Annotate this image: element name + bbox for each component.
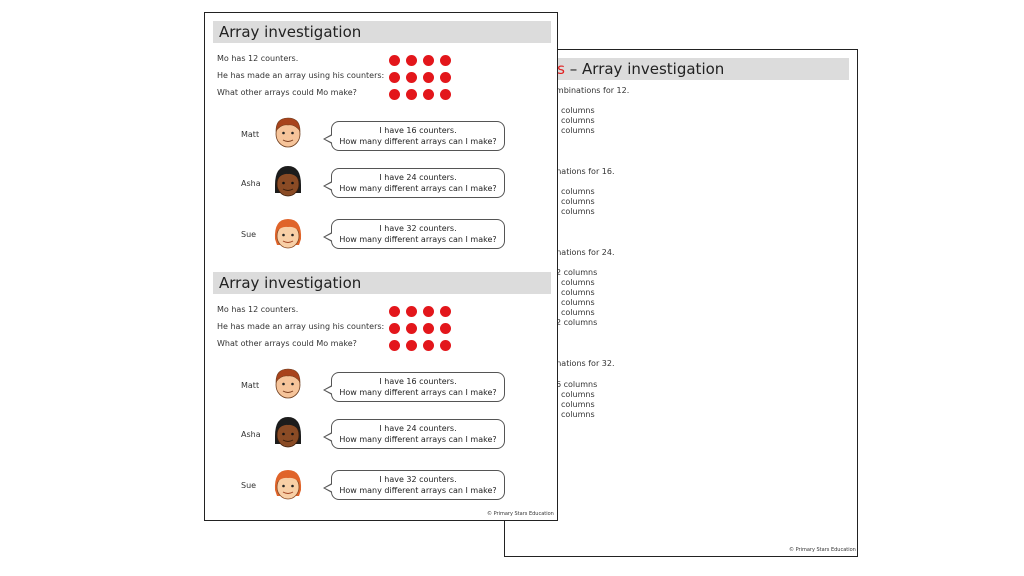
answer-line: inations for 32.	[554, 359, 615, 368]
answer-line: columns	[561, 288, 595, 297]
speech-bubble: I have 32 counters. How many different a…	[323, 470, 505, 500]
counter-dot	[406, 323, 417, 334]
counter-dot	[406, 55, 417, 66]
section-title: Array investigation	[213, 272, 551, 294]
answer-line: columns	[561, 308, 595, 317]
answer-line: 6 columns	[556, 380, 598, 389]
boy-avatar-icon	[275, 368, 301, 399]
copyright: © Primary Stars Education	[789, 547, 856, 553]
counter-dot	[389, 306, 400, 317]
copyright: © Primary Stars Education	[487, 511, 554, 517]
answer-line: columns	[561, 278, 595, 287]
counter-dot	[406, 89, 417, 100]
bubble-line: How many different arrays can I make?	[339, 184, 497, 193]
intro-line: He has made an array using his counters:	[217, 71, 385, 80]
intro-line: Mo has 12 counters.	[217, 54, 299, 63]
child-name: Asha	[241, 179, 261, 188]
girl-avatar-icon	[275, 417, 301, 448]
answers-title: – Array investigation	[569, 60, 725, 78]
answer-line: columns	[561, 298, 595, 307]
answer-line: columns	[561, 106, 595, 115]
answer-line: inations for 24.	[554, 248, 615, 257]
counter-dot	[423, 323, 434, 334]
counter-dot	[423, 72, 434, 83]
counter-dot	[389, 55, 400, 66]
intro-line: What other arrays could Mo make?	[217, 88, 357, 97]
answer-line: columns	[561, 390, 595, 399]
counter-dot	[440, 323, 451, 334]
counter-dot	[389, 89, 400, 100]
child-name: Sue	[241, 481, 257, 490]
counter-dot	[423, 55, 434, 66]
bubble-line: How many different arrays can I make?	[339, 137, 497, 146]
worksheet: Array investigation Mo has 12 counters. …	[204, 12, 558, 521]
answer-line: 2 columns	[556, 318, 598, 327]
answer-line: columns	[561, 187, 595, 196]
speech-bubble: I have 32 counters. How many different a…	[323, 219, 505, 249]
intro-line: Mo has 12 counters.	[217, 305, 299, 314]
speech-bubble: I have 24 counters. How many different a…	[323, 168, 505, 198]
intro-line: He has made an array using his counters:	[217, 322, 385, 331]
counter-dot	[440, 55, 451, 66]
speech-bubble: I have 16 counters. How many different a…	[323, 372, 505, 402]
counter-dot	[440, 306, 451, 317]
counter-dot	[423, 340, 434, 351]
bubble-line: How many different arrays can I make?	[339, 486, 497, 495]
bubble-line: I have 24 counters.	[379, 173, 457, 182]
intro-line: What other arrays could Mo make?	[217, 339, 357, 348]
counter-dot	[440, 72, 451, 83]
boy-avatar-icon	[275, 117, 301, 148]
answer-line: columns	[561, 410, 595, 419]
bubble-line: I have 16 counters.	[379, 126, 457, 135]
answers-worksheet: rs – Array investigation ombinations for…	[504, 49, 858, 557]
answer-line: columns	[561, 207, 595, 216]
speech-bubble: I have 24 counters. How many different a…	[323, 419, 505, 449]
bubble-line: I have 16 counters.	[379, 377, 457, 386]
girl-avatar-icon	[275, 166, 301, 197]
counter-dot	[406, 72, 417, 83]
bubble-line: How many different arrays can I make?	[339, 235, 497, 244]
child-name: Matt	[241, 130, 260, 139]
counter-dot	[389, 340, 400, 351]
child-name: Matt	[241, 381, 260, 390]
counter-dot	[406, 306, 417, 317]
counter-dot	[389, 323, 400, 334]
answer-line: inations for 16.	[554, 167, 615, 176]
bubble-line: I have 32 counters.	[379, 224, 457, 233]
answer-line: columns	[561, 400, 595, 409]
bubble-line: How many different arrays can I make?	[339, 388, 497, 397]
counter-dot	[440, 340, 451, 351]
counter-dot	[423, 89, 434, 100]
answer-line: columns	[561, 197, 595, 206]
counter-dot	[423, 306, 434, 317]
section-title: Array investigation	[213, 21, 551, 43]
counter-dot	[440, 89, 451, 100]
bubble-line: I have 32 counters.	[379, 475, 457, 484]
bubble-line: How many different arrays can I make?	[339, 435, 497, 444]
girl-avatar-icon	[274, 219, 302, 249]
counter-dot	[406, 340, 417, 351]
answer-line: 2 columns	[556, 268, 598, 277]
child-name: Asha	[241, 430, 261, 439]
counter-dot	[389, 72, 400, 83]
answer-line: ombinations for 12.	[551, 86, 630, 95]
girl-avatar-icon	[274, 470, 302, 500]
answers-title-banner: rs – Array investigation	[531, 58, 849, 80]
answer-line: columns	[561, 116, 595, 125]
answer-line: columns	[561, 126, 595, 135]
bubble-line: I have 24 counters.	[379, 424, 457, 433]
child-name: Sue	[241, 230, 257, 239]
speech-bubble: I have 16 counters. How many different a…	[323, 121, 505, 151]
